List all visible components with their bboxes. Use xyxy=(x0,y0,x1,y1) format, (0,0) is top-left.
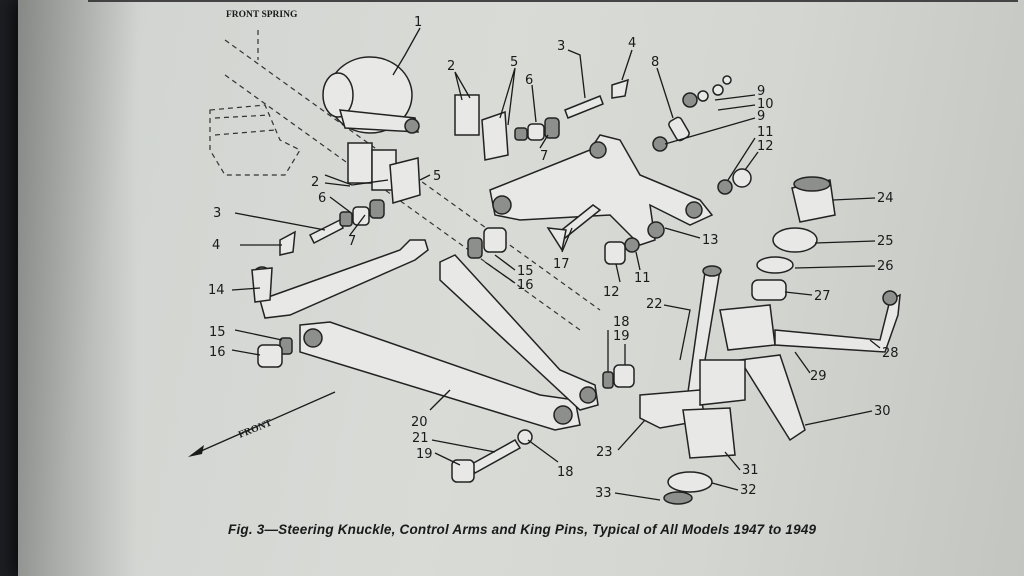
callout-6: 6 xyxy=(525,73,533,88)
front-direction-label: FRONT xyxy=(237,417,274,440)
left-bushings-part xyxy=(279,199,385,256)
callout-25: 25 xyxy=(877,234,894,249)
callout-17: 17 xyxy=(553,257,570,272)
callout-5: 5 xyxy=(433,169,441,184)
callout-21: 21 xyxy=(412,431,429,446)
callout-30: 30 xyxy=(874,404,891,419)
upper-control-arm-part xyxy=(489,134,714,246)
callout-23: 23 xyxy=(596,445,613,460)
callout-2: 2 xyxy=(447,59,455,74)
lower-pivot-hardware-part xyxy=(451,364,635,483)
callout-33: 33 xyxy=(595,486,612,501)
lower-hardware-part xyxy=(604,237,640,265)
callout-19: 19 xyxy=(416,447,433,462)
pivot-bolt-part xyxy=(546,204,602,252)
front-spring-outline xyxy=(209,30,601,331)
callout-5: 5 xyxy=(510,55,518,70)
shock-absorber-part xyxy=(322,56,420,134)
callout-18: 18 xyxy=(557,465,574,480)
figure-caption: Fig. 3—Steering Knuckle, Control Arms an… xyxy=(228,522,817,537)
callout-19: 19 xyxy=(613,329,630,344)
page-edge-shadow xyxy=(18,0,138,576)
control-arm-bushings-part xyxy=(257,227,507,368)
callout-4: 4 xyxy=(212,238,220,253)
page-top-rule xyxy=(88,0,1018,2)
callout-24: 24 xyxy=(877,191,894,206)
callout-16: 16 xyxy=(517,278,534,293)
callout-6: 6 xyxy=(318,191,326,206)
manual-page xyxy=(18,0,1024,576)
callout-3: 3 xyxy=(557,39,565,54)
leader-lines xyxy=(231,27,881,501)
callout-15: 15 xyxy=(517,264,534,279)
callout-7: 7 xyxy=(348,234,356,249)
front-spring-label: FRONT SPRING xyxy=(226,10,298,20)
callout-3: 3 xyxy=(213,206,221,221)
callout-12: 12 xyxy=(757,139,774,154)
steering-arm-part xyxy=(251,239,429,319)
brackets-part xyxy=(389,110,509,204)
callout-13: 13 xyxy=(702,233,719,248)
callout-20: 20 xyxy=(411,415,428,430)
callout-1: 1 xyxy=(414,15,422,30)
callout-29: 29 xyxy=(810,369,827,384)
callout-11: 11 xyxy=(634,271,651,286)
callout-2: 2 xyxy=(311,175,319,190)
callout-22: 22 xyxy=(646,297,663,312)
upper-arm-hardware-part xyxy=(652,75,752,195)
callout-31: 31 xyxy=(742,463,759,478)
callout-18: 18 xyxy=(613,315,630,330)
callout-26: 26 xyxy=(877,259,894,274)
callout-15: 15 xyxy=(209,325,226,340)
callout-8: 8 xyxy=(651,55,659,70)
callout-12: 12 xyxy=(603,285,620,300)
callout-9: 9 xyxy=(757,109,765,124)
callout-32: 32 xyxy=(740,483,757,498)
shims-part xyxy=(347,94,480,191)
callout-9: 9 xyxy=(757,84,765,99)
callout-4: 4 xyxy=(628,36,636,51)
lower-control-arm-part xyxy=(299,254,599,431)
callout-11: 11 xyxy=(757,125,774,140)
callout-16: 16 xyxy=(209,345,226,360)
callout-10: 10 xyxy=(757,97,774,112)
callout-27: 27 xyxy=(814,289,831,304)
steering-knuckle-parts xyxy=(663,176,901,505)
callout-14: 14 xyxy=(208,283,225,298)
callout-28: 28 xyxy=(882,346,899,361)
front-arrow xyxy=(188,391,336,457)
upper-bushings-part xyxy=(514,78,629,141)
callout-7: 7 xyxy=(540,149,548,164)
